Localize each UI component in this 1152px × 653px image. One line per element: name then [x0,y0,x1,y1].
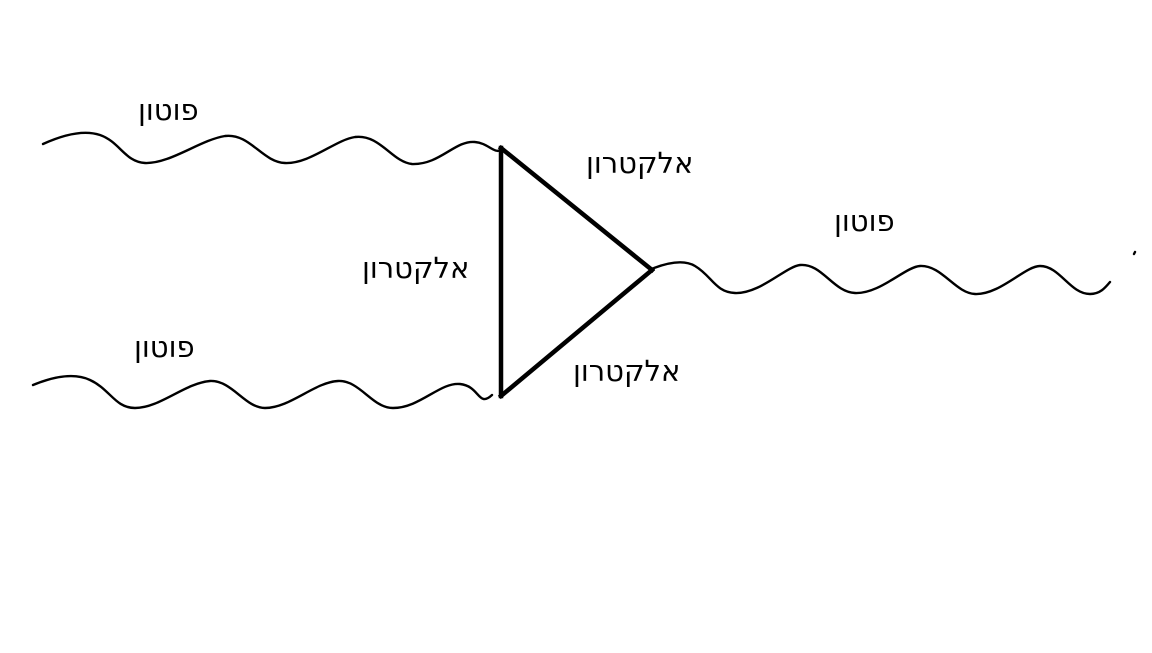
label-electron-bottom: אלקטרון [573,354,681,388]
label-electron-top: אלקטרון [586,146,694,180]
label-photon-bottom-left: פוטון [134,330,195,364]
label-photon-top-left: פוטון [138,93,199,127]
photon-line-right [652,261,1112,296]
electron-line-top [497,144,656,274]
electron-line-bottom [497,266,656,400]
photon-line-bottom-left [31,374,494,410]
photon-line-top-left [41,131,503,166]
label-photon-right: פוטון [834,204,895,238]
label-electron-left: אלקטרון [362,251,470,285]
stray-mark [1132,250,1137,256]
